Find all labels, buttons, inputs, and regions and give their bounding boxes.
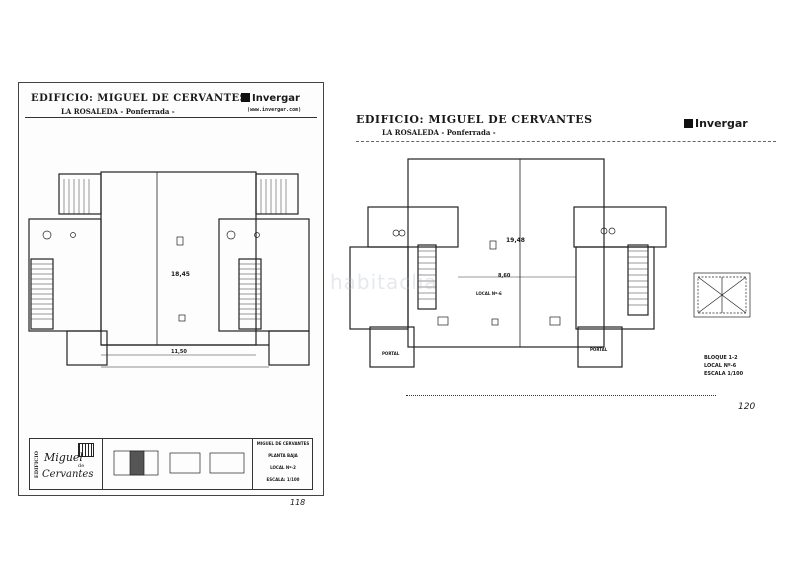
left-floor-plan <box>28 171 310 368</box>
building-logo-box: EDIFICIO Miguel de Cervantes <box>30 439 103 489</box>
titleblock-name: MIGUEL DE CERVANTES <box>256 441 310 446</box>
service-block-left <box>367 206 459 248</box>
left-header-divider <box>25 117 317 118</box>
room-label-portal-right: PORTAL <box>590 347 608 352</box>
column-marker <box>176 236 184 246</box>
sink-icon <box>608 227 616 235</box>
right-wing <box>218 218 310 332</box>
right-key-plan <box>693 272 751 318</box>
portal-left <box>369 326 415 368</box>
stair-left <box>417 244 437 310</box>
main-hall-outline <box>100 171 257 346</box>
key-plan-thumbnail <box>113 450 245 476</box>
sink-icon <box>392 229 400 237</box>
left-sheet-subtitle: LA ROSALEDA - Ponferrada - <box>61 107 175 116</box>
sink-icon <box>70 232 76 238</box>
toilet-icon <box>226 230 236 240</box>
left-sheet-title: EDIFICIO: MIGUEL DE CERVANTES <box>31 93 248 104</box>
brand-square-icon <box>684 119 693 128</box>
titleblock-floor: PLANTA BAJA <box>268 453 298 458</box>
toilet-icon <box>42 230 52 240</box>
portal-right <box>577 326 623 368</box>
right-plan-sheet: EDIFICIO: MIGUEL DE CERVANTES LA ROSALED… <box>330 95 792 430</box>
right-dim-horizontal: 8,60 <box>498 273 511 279</box>
label-escala: ESCALA 1/100 <box>704 371 744 377</box>
room-label-portal-left: PORTAL <box>382 351 400 356</box>
footnote-line <box>406 395 716 398</box>
brand-square-icon <box>241 93 250 102</box>
right-brand-name: Invergar <box>695 117 748 130</box>
room-label-local: LOCAL Nº-6 <box>476 291 502 296</box>
column-marker <box>489 240 497 250</box>
watermark: habitaclia <box>330 270 438 294</box>
column-marker <box>491 318 499 326</box>
stair-top-right <box>255 173 299 215</box>
right-brand-logo: Invergar <box>684 117 748 130</box>
service-block-right <box>573 206 667 248</box>
stair-top-left <box>58 173 102 215</box>
sink-icon <box>600 227 608 235</box>
left-wing <box>28 218 102 332</box>
label-bloque: BLOQUE 1-2 <box>704 355 738 361</box>
right-page-number: 120 <box>738 402 756 412</box>
entrance-left <box>66 330 108 366</box>
left-title-block: EDIFICIO Miguel de Cervantes MIGUEL DE C… <box>29 438 313 490</box>
logo-text-de: de <box>78 463 85 469</box>
left-brand-url: (www.invergar.com) <box>247 107 302 113</box>
building-icon <box>78 443 94 457</box>
stair-right <box>627 244 649 316</box>
left-brand-name: Invergar <box>252 93 300 104</box>
logo-text-edificio: EDIFICIO <box>34 451 40 479</box>
titleblock-unit: LOCAL Nº-2 <box>270 465 296 470</box>
titleblock-info: MIGUEL DE CERVANTES PLANTA BAJA LOCAL Nº… <box>252 439 313 489</box>
left-brand-logo: Invergar <box>241 93 300 104</box>
column-marker <box>437 316 449 326</box>
left-page-number: 118 <box>290 498 306 507</box>
column-marker <box>549 316 561 326</box>
titleblock-scale: ESCALA: 1/100 <box>266 477 300 482</box>
right-dim-vertical: 19,48 <box>506 237 525 244</box>
logo-text-miguel: Miguel <box>44 451 83 464</box>
right-sheet-subtitle: LA ROSALEDA - Ponferrada - <box>382 128 496 137</box>
sink-icon <box>398 229 406 237</box>
left-dim-horizontal: 11,50 <box>171 349 187 355</box>
entrance-right <box>268 330 310 366</box>
right-floor-plan <box>349 158 751 368</box>
column-marker <box>178 314 186 322</box>
left-wing <box>349 246 409 330</box>
right-header-divider <box>356 141 776 142</box>
left-plan-sheet: EDIFICIO: MIGUEL DE CERVANTES LA ROSALED… <box>18 82 324 496</box>
logo-text-cervantes: Cervantes <box>42 469 94 480</box>
sink-icon <box>254 232 260 238</box>
right-sheet-title: EDIFICIO: MIGUEL DE CERVANTES <box>356 113 593 126</box>
left-dim-vertical: 18,45 <box>171 271 190 278</box>
label-local: LOCAL Nº-6 <box>704 363 737 369</box>
right-wing <box>575 246 655 330</box>
main-hall-outline <box>407 158 605 348</box>
